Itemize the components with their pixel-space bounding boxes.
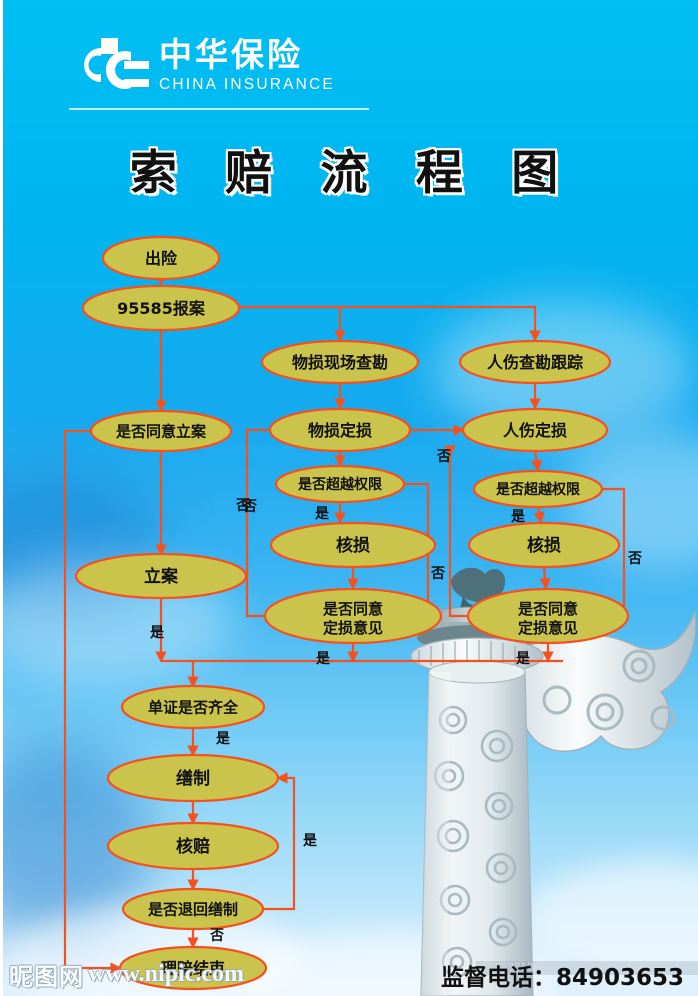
flow-node-label: 立案 [144,566,179,587]
flow-node[interactable]: 是否同意定损意见 [466,587,630,645]
flow-node[interactable]: 缮制 [106,753,280,803]
flow-edge-label: 是 [216,731,231,747]
flow-node-label: 是否超越权限 [496,481,580,498]
flow-edge-label: 是 [150,625,165,641]
flow-node-label: 人伤查勘跟踪 [487,353,583,372]
flow-node-label: 是否退回缮制 [147,900,238,918]
flow-edge-label: 是 [315,506,330,522]
flow-node[interactable]: 是否超越权限 [274,464,406,504]
flow-node-shape [260,339,420,385]
flow-node-shape [274,464,406,504]
flow-node-shape [467,521,621,569]
flow-node[interactable]: 单证是否齐全 [120,684,266,730]
flow-node[interactable]: 出险 [101,235,221,281]
site-watermark: 昵图网 www.nipic.com [9,957,244,992]
brand-name-cn: 中华保险 [159,35,303,75]
flow-node-shape [101,235,221,281]
flow-node-shape [89,409,233,453]
flow-node[interactable]: 是否退回缮制 [121,887,265,931]
flow-node[interactable]: 是否超越权限 [472,469,604,509]
flow-node-shape [458,339,612,385]
flow-node-shape [263,587,443,645]
flow-node-shape [106,821,280,871]
flow-node[interactable]: 物损现场查勘 [260,339,420,385]
flow-edge-label: 否 [235,498,250,514]
flow-node-shape [81,284,241,332]
flow-node-label: 核赔 [176,836,210,857]
flow-edge-label: 否 [242,499,257,515]
flow-node-label: 是否同意定损意见 [322,600,383,637]
flow-node[interactable]: 是否同意定损意见 [263,587,443,645]
flow-node-label: 是否同意立案 [115,422,207,440]
flow-node-label: 理赔结束 [161,959,226,978]
flow-edge-label: 是 [516,651,531,667]
flow-node[interactable]: 人伤定损 [461,407,609,453]
watermark-site-name: 昵图网 [9,963,84,991]
flow-node[interactable]: 是否同意立案 [89,409,233,453]
flow-node-shape [74,552,248,600]
flow-node[interactable]: 95585报案 [81,284,241,332]
supervision-phone: 监督电话：84903653 [440,965,684,991]
flow-edge-label: 是 [303,833,318,849]
flow-node-label: 是否同意定损意见 [517,600,578,637]
flow-node-label: 核损 [527,535,561,556]
flow-node[interactable]: 人伤查勘跟踪 [458,339,612,385]
flow-edge-label: 是 [511,509,526,525]
flow-node[interactable]: 核损 [467,521,621,569]
flow-node[interactable]: 物损定损 [268,407,412,453]
flow-node-label: 物损现场查勘 [292,353,388,372]
flow-edge-label: 否 [209,928,224,944]
flow-node-shape [118,945,268,991]
flow-node-shape [106,753,280,803]
flow-node-shape [472,469,604,509]
flow-node-label: 出险 [145,249,178,268]
poster-header: 中华保险 CHINA INSURANCE [3,0,698,118]
flow-node-shape [268,407,412,453]
flow-node-shape [120,684,266,730]
flow-edge-labels: 否是否是否否是是否是是是否 [150,449,642,944]
flow-edge-label: 否 [436,449,451,465]
flow-node[interactable]: 理赔结束 [118,945,268,991]
flow-node-label: 是否超越权限 [298,476,382,493]
header-divider [69,108,369,110]
flow-node[interactable]: 核损 [269,521,437,569]
flow-node-shape [121,887,265,931]
brand-name-en: CHINA INSURANCE [159,76,335,93]
flow-node-shape [461,407,609,453]
brand-logo: 中华保险 CHINA INSURANCE [71,38,335,94]
flow-edge-label: 否 [627,551,642,567]
flow-node-shape [466,587,630,645]
flow-node-label: 单证是否齐全 [148,698,239,716]
china-insurance-cc-logo-icon [71,38,149,94]
flow-node-label: 核损 [336,535,370,556]
flow-edge-label: 否 [430,566,445,582]
flow-node[interactable]: 核赔 [106,821,280,871]
page-title: 索 赔 流 程 图 [129,146,575,201]
flow-node[interactable]: 立案 [74,552,248,600]
flow-node-label: 物损定损 [308,421,372,440]
flow-node-label: 95585报案 [117,299,206,318]
flow-node-shape [269,521,437,569]
flow-node-label: 人伤定损 [503,421,567,440]
watermark-image-id: ID:2833180 NO:20090926111431019308 [475,961,698,975]
flow-node-label: 缮制 [176,768,210,789]
watermark-site-url: www.nipic.com [88,961,244,987]
flow-edge-label: 是 [316,651,331,667]
